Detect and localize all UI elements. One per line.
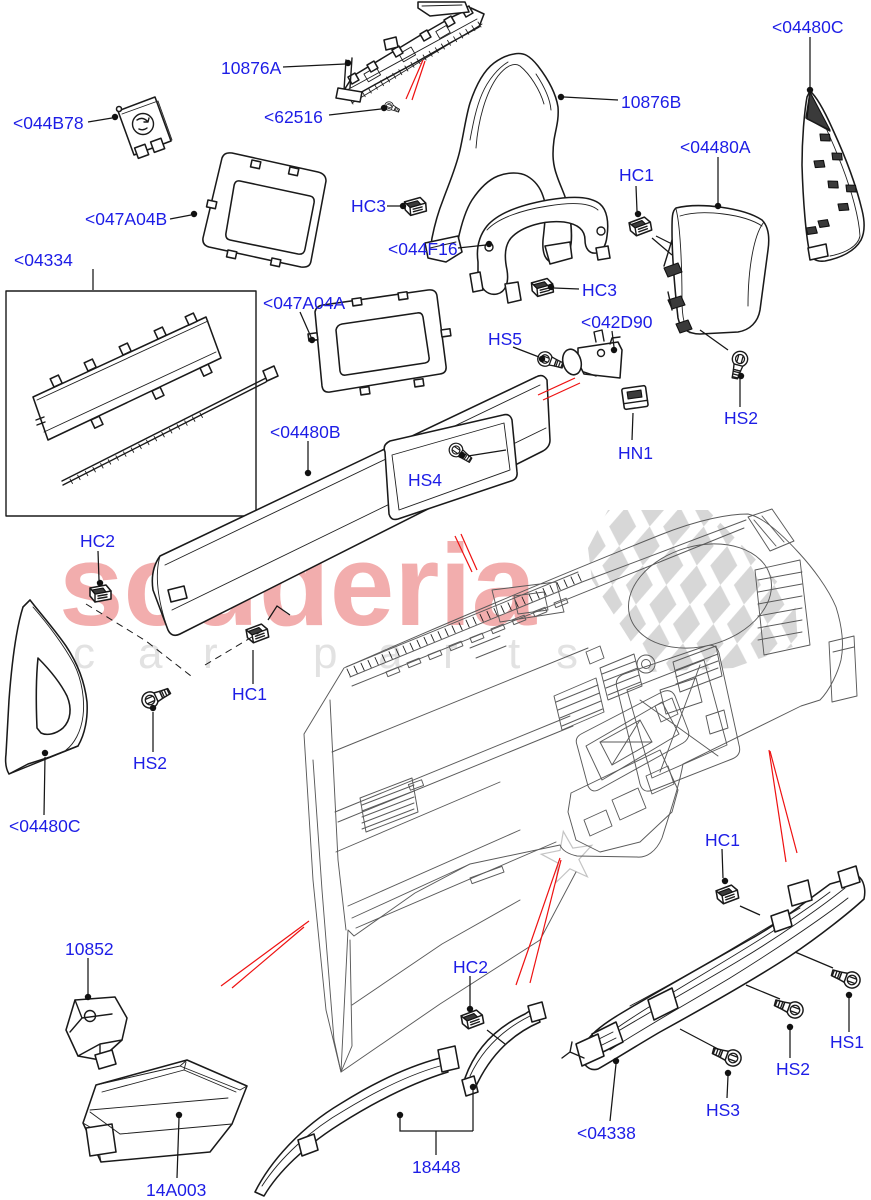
svg-text:a: a	[138, 629, 163, 678]
svg-text:<04480C: <04480C	[9, 816, 81, 836]
svg-text:10876A: 10876A	[221, 58, 282, 78]
svg-text:<047A04A: <047A04A	[263, 293, 346, 313]
svg-text:c: c	[73, 629, 95, 678]
svg-text:10852: 10852	[65, 939, 114, 959]
svg-text:<04480C: <04480C	[772, 17, 844, 37]
svg-text:HC1: HC1	[619, 165, 654, 185]
svg-text:HS2: HS2	[724, 408, 758, 428]
svg-text:HC1: HC1	[232, 684, 267, 704]
svg-text:HC2: HC2	[453, 957, 488, 977]
svg-text:<042D90: <042D90	[581, 312, 653, 332]
svg-text:<04480B: <04480B	[270, 422, 341, 442]
svg-text:10876B: 10876B	[621, 92, 681, 112]
svg-text:HC2: HC2	[80, 531, 115, 551]
svg-text:<044B78: <044B78	[13, 113, 84, 133]
svg-text:HS2: HS2	[776, 1059, 810, 1079]
svg-text:HS3: HS3	[706, 1100, 740, 1120]
svg-text:<62516: <62516	[264, 107, 323, 127]
svg-text:14A003: 14A003	[146, 1180, 206, 1200]
svg-text:r: r	[203, 629, 218, 678]
svg-text:<04338: <04338	[577, 1123, 636, 1143]
svg-text:s: s	[556, 629, 578, 678]
svg-text:HS5: HS5	[488, 329, 522, 349]
svg-text:HN1: HN1	[618, 443, 653, 463]
svg-text:HC3: HC3	[582, 280, 617, 300]
svg-text:HC3: HC3	[351, 196, 386, 216]
svg-text:<044F16: <044F16	[388, 239, 458, 259]
svg-text:p: p	[313, 629, 337, 678]
svg-text:<04480A: <04480A	[680, 137, 751, 157]
svg-text:r: r	[443, 629, 458, 678]
svg-text:<04334: <04334	[14, 250, 73, 270]
svg-text:t: t	[508, 629, 520, 678]
svg-text:<047A04B: <047A04B	[85, 209, 167, 229]
svg-text:18448: 18448	[412, 1157, 461, 1177]
svg-text:HS1: HS1	[830, 1032, 864, 1052]
svg-text:HC1: HC1	[705, 830, 740, 850]
svg-text:HS4: HS4	[408, 470, 442, 490]
svg-text:HS2: HS2	[133, 753, 167, 773]
